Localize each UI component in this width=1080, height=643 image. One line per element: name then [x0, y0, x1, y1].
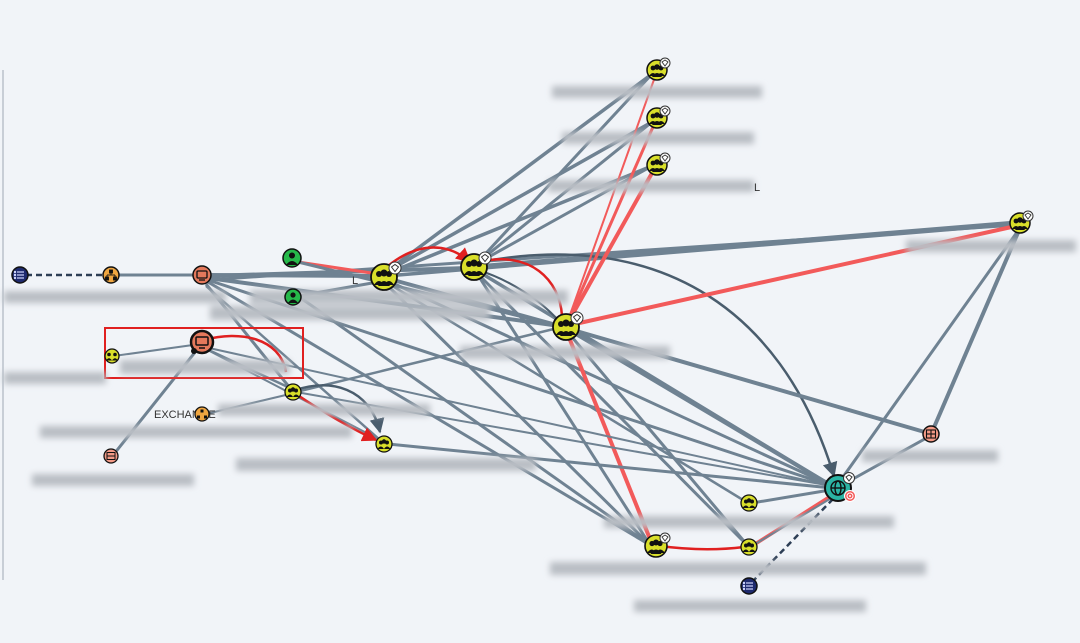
- edge[interactable]: [475, 120, 653, 266]
- edge-curve[interactable]: [479, 253, 838, 478]
- container-icon: [925, 429, 937, 439]
- group-icon: [1012, 217, 1028, 230]
- edge[interactable]: [295, 324, 567, 394]
- ou-node[interactable]: [194, 406, 210, 422]
- ou-node[interactable]: [102, 266, 120, 284]
- group-icon: [742, 542, 756, 552]
- edge[interactable]: [474, 271, 652, 546]
- user-node[interactable]: [282, 248, 302, 268]
- edge[interactable]: [113, 343, 201, 357]
- user-icon: [288, 292, 298, 303]
- edge[interactable]: [387, 442, 833, 490]
- org-unit-icon: [197, 409, 207, 419]
- edge[interactable]: [384, 282, 652, 547]
- edge-red[interactable]: [564, 119, 658, 327]
- group-icon: [647, 539, 665, 554]
- edge[interactable]: [474, 72, 654, 266]
- edge-red-curve[interactable]: [387, 246, 472, 267]
- diamond-icon: [659, 105, 671, 117]
- computer-icon: [195, 336, 209, 349]
- list-icon: [13, 270, 24, 280]
- user-icon: [286, 252, 298, 265]
- gpo-node[interactable]: [11, 266, 29, 284]
- edge-red-curve[interactable]: [479, 258, 564, 317]
- group-icon: [649, 159, 665, 172]
- edge[interactable]: [751, 488, 831, 505]
- label-fragment: L: [352, 275, 358, 287]
- left-rule: [2, 70, 4, 580]
- diamond-icon: [659, 152, 671, 164]
- edge-red-curve[interactable]: [659, 544, 745, 551]
- group-icon: [742, 498, 756, 508]
- group-node[interactable]: [370, 261, 402, 291]
- group-node[interactable]: [552, 311, 584, 341]
- computer-icon: [196, 270, 208, 281]
- session-dot: [191, 348, 197, 354]
- group-node[interactable]: [646, 57, 671, 81]
- edge[interactable]: [384, 72, 654, 274]
- edge[interactable]: [297, 294, 651, 547]
- diamond-icon: [388, 261, 402, 275]
- edge[interactable]: [385, 222, 1017, 278]
- diamond-icon: [570, 311, 584, 325]
- gpo-node[interactable]: [740, 577, 758, 595]
- container-icon: [106, 452, 116, 460]
- nodes-layer: [11, 57, 1034, 595]
- label-fragment: L: [754, 182, 760, 194]
- diamond-icon: [659, 532, 671, 544]
- edge-red[interactable]: [565, 73, 657, 327]
- group-node[interactable]: [104, 348, 120, 364]
- target-icon: [844, 490, 856, 502]
- group-icon: [374, 269, 394, 286]
- group-node[interactable]: [740, 494, 758, 512]
- group-node[interactable]: [646, 152, 671, 176]
- org-unit-icon: [105, 269, 117, 281]
- diamond-icon: [478, 251, 492, 265]
- group-icon: [464, 259, 484, 276]
- globe-icon: [830, 480, 846, 496]
- edge[interactable]: [199, 345, 833, 487]
- group-node[interactable]: [646, 105, 671, 129]
- edge[interactable]: [836, 227, 1022, 485]
- group-icon: [286, 387, 300, 397]
- group-node[interactable]: [284, 383, 302, 401]
- diamond-icon: [843, 472, 855, 484]
- domain-node[interactable]: [824, 472, 856, 502]
- computer-node[interactable]: [189, 329, 215, 355]
- group-node[interactable]: [740, 538, 758, 556]
- container-node[interactable]: [922, 425, 940, 443]
- list-icon: [742, 581, 753, 591]
- group-icon: [649, 64, 665, 77]
- group-icon: [556, 319, 576, 336]
- edge[interactable]: [474, 270, 750, 548]
- edge[interactable]: [564, 329, 750, 547]
- group-icon: [106, 352, 118, 361]
- diamond-icon: [1022, 210, 1034, 222]
- group-node[interactable]: [1009, 210, 1034, 234]
- edge[interactable]: [565, 326, 929, 435]
- computer-node[interactable]: [192, 265, 212, 285]
- redacted-labels: [4, 86, 1076, 612]
- edge-dark-curve[interactable]: [295, 384, 385, 434]
- edge-red[interactable]: [564, 165, 658, 327]
- edge[interactable]: [475, 220, 1017, 268]
- group-node[interactable]: [460, 251, 492, 281]
- group-icon: [377, 439, 391, 449]
- group-node[interactable]: [375, 435, 393, 453]
- edge-red-curve[interactable]: [295, 392, 378, 442]
- group-node[interactable]: [644, 532, 671, 558]
- user-node[interactable]: [284, 288, 302, 306]
- diamond-icon: [659, 57, 671, 69]
- container-node[interactable]: [103, 448, 119, 464]
- edge[interactable]: [930, 227, 1022, 433]
- group-icon: [649, 112, 665, 125]
